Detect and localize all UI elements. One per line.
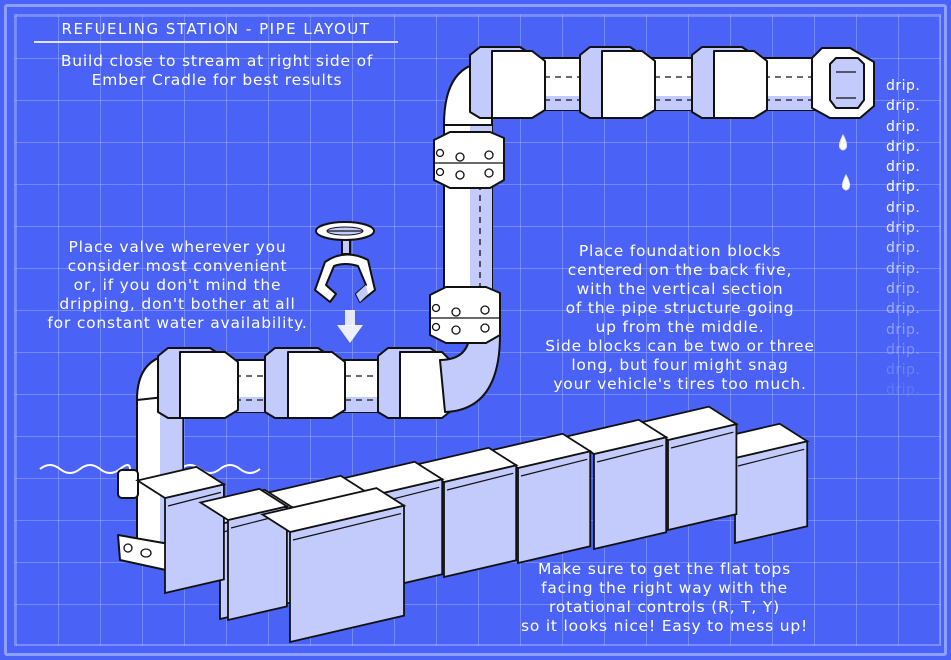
outer-border [4,4,947,656]
drip-text: drip. [886,159,921,176]
pipe-coupling [264,347,346,419]
drip-text: drip. [886,78,921,94]
drip-text: drip. [886,341,921,358]
middle-riser-pipe [429,61,505,344]
pipe-coupling [469,46,546,119]
pipe-clamp [429,286,501,344]
foundation-block [564,418,669,551]
drip-text: drip. [886,280,921,297]
foundation-block [414,446,519,579]
rotation-note: Make sure to get the flat tops facing th… [520,560,809,635]
drip-text: drip. [886,382,921,399]
drip-text: drip. [886,138,921,155]
water-drop-icon [838,133,851,191]
valve-icon [314,221,376,303]
drip-text: drip. [886,220,921,237]
foundation-block [260,487,407,644]
drip-text: drip. [886,118,921,135]
water-wave-icon [39,464,261,474]
drip-sound-effect: drip. drip. drip. drip. drip. drip. drip. drip.… [886,76,920,401]
subtitle-note: Build close to stream at right side of E… [60,52,374,89]
pipe-open-end [811,47,875,119]
pipe-coupling [157,347,239,419]
valve-note: Place valve wherever you consider most c… [47,238,308,332]
drip-text: drip. [886,260,921,277]
pipe-coupling [691,46,768,119]
drip-text: drip. [886,199,921,216]
lower-horizontal-pipe [157,319,501,419]
drip-text: drip. [886,98,921,115]
drip-text: drip. [886,240,921,257]
drip-text: drip. [886,301,921,318]
foundation-block [198,487,290,622]
foundation-note: Place foundation blocks centered on the … [545,242,815,393]
pipe-clamp [433,131,505,189]
upper-horizontal-pipe [469,46,875,119]
pipe-coupling [377,347,453,419]
drip-text: drip. [886,321,921,338]
diagram-title: REFUELING STATION - PIPE LAYOUT [34,20,398,43]
down-arrow-icon [337,310,363,343]
pipe-coupling [579,46,656,119]
foundation-block [135,465,227,595]
drip-text: drip. [886,179,921,196]
drip-text: drip. [886,362,921,379]
foundation-blocks [135,405,810,644]
